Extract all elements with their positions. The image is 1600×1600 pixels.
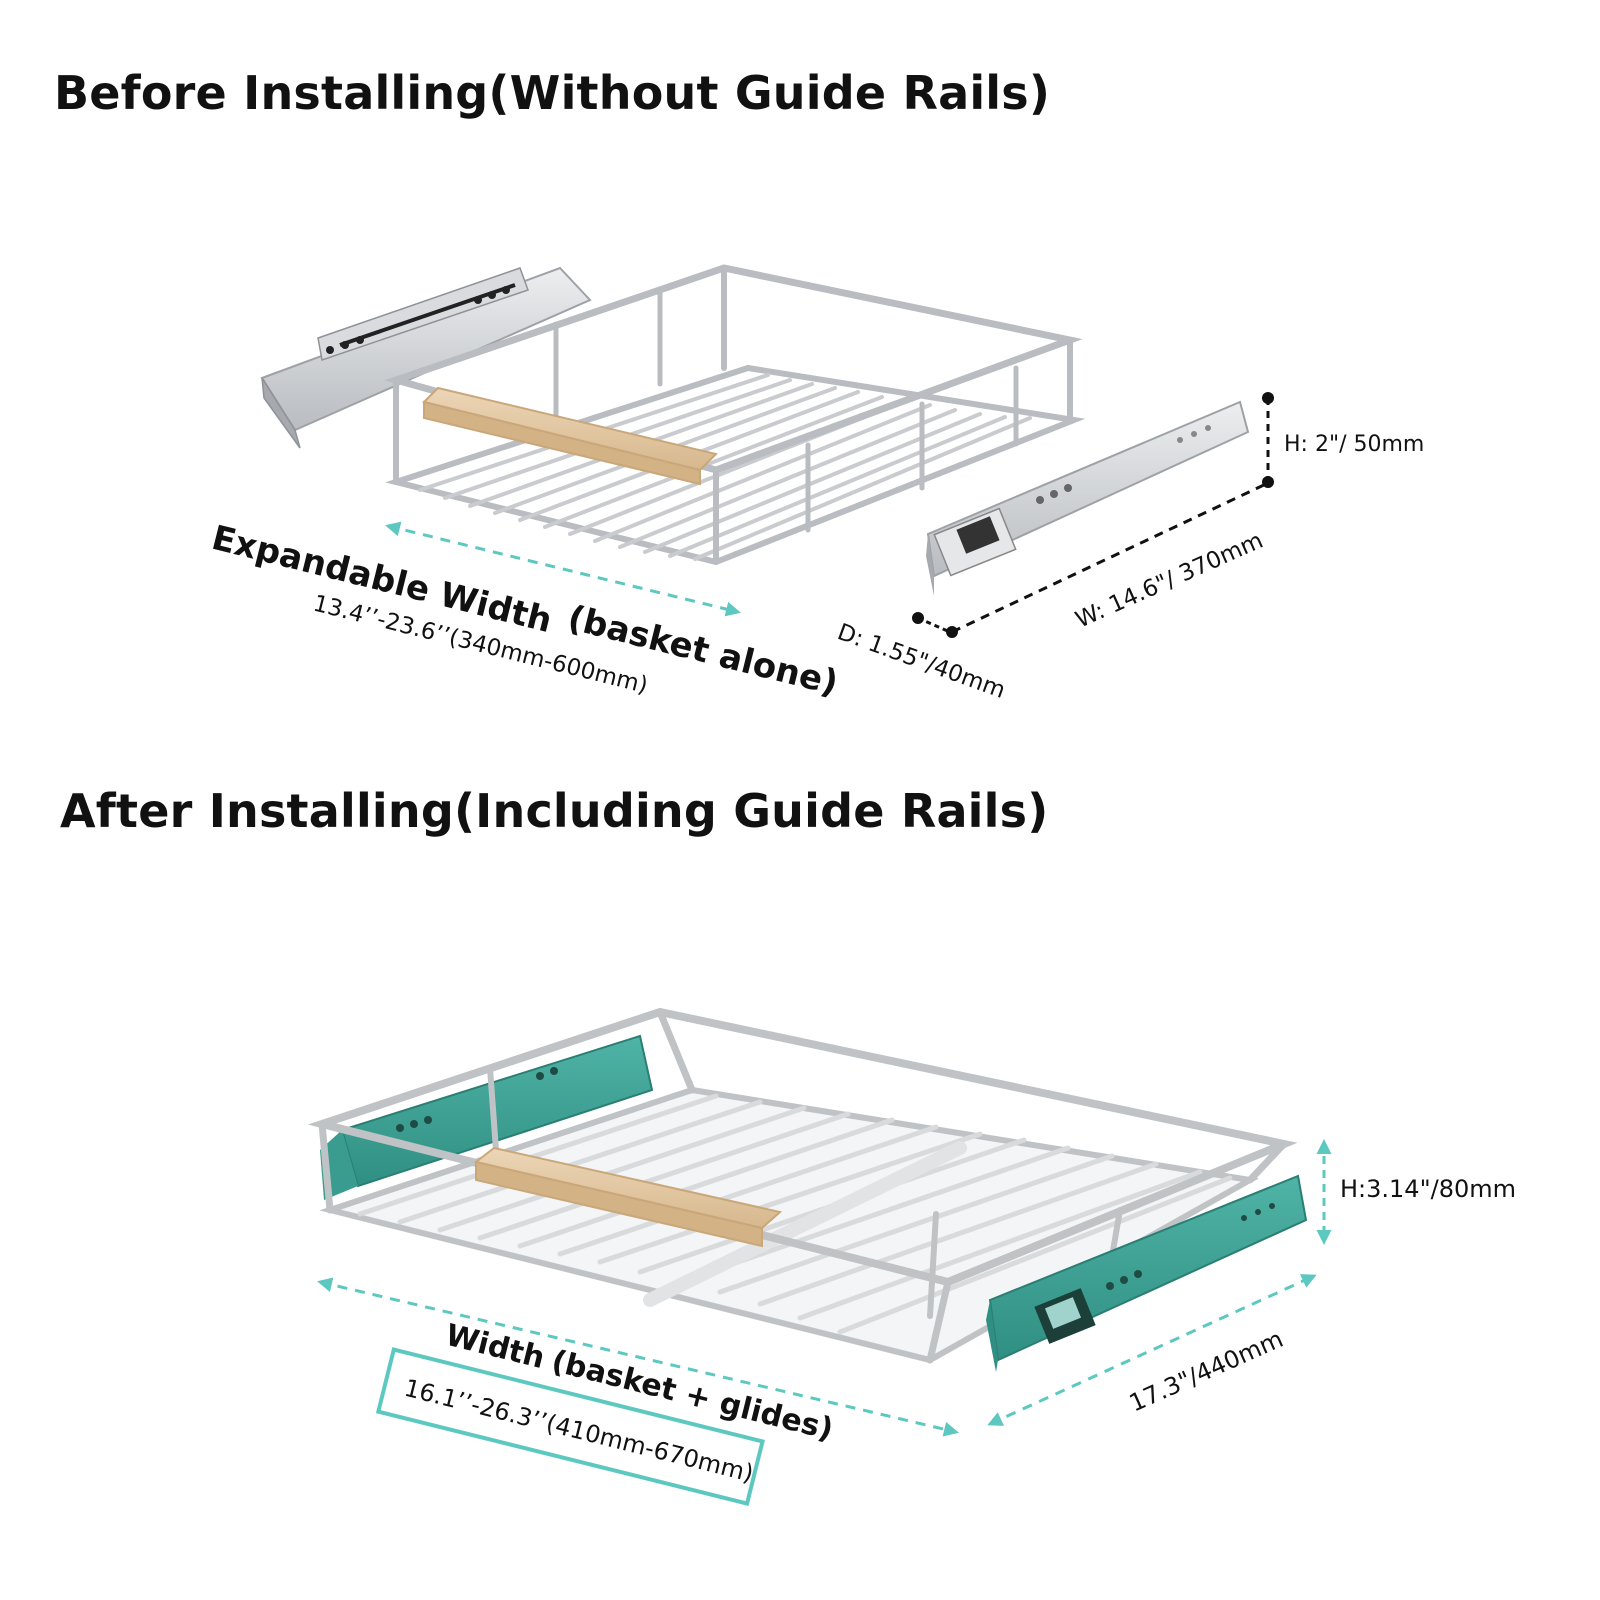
rail-height-label: H: 2"/ 50mm (1284, 432, 1424, 457)
after-depth-arrow (987, 1274, 1317, 1426)
after-width-arrow (317, 1277, 959, 1437)
wood-handle-before (422, 386, 718, 486)
rail-depth-dimension (912, 612, 951, 634)
expandable-width-arrow (385, 521, 741, 617)
after-heading: After Installing(Including Guide Rails) (60, 784, 1049, 838)
after-height-label: H:3.14"/80mm (1340, 1175, 1516, 1203)
wood-handle-after (473, 1146, 783, 1248)
rail-height-dimension (1262, 392, 1274, 488)
right-guide-rail (926, 400, 1250, 596)
rail-depth-label: D: 1.55"/40mm (834, 619, 1009, 704)
after-depth-label: 17.3"/440mm (1125, 1325, 1287, 1418)
rail-length-label: W: 14.6"/ 370mm (1072, 528, 1267, 634)
before-heading: Before Installing(Without Guide Rails) (54, 66, 1051, 120)
left-guide-rail (260, 266, 592, 449)
rail-length-dimension (946, 482, 1267, 638)
basket-after (307, 1007, 1298, 1364)
